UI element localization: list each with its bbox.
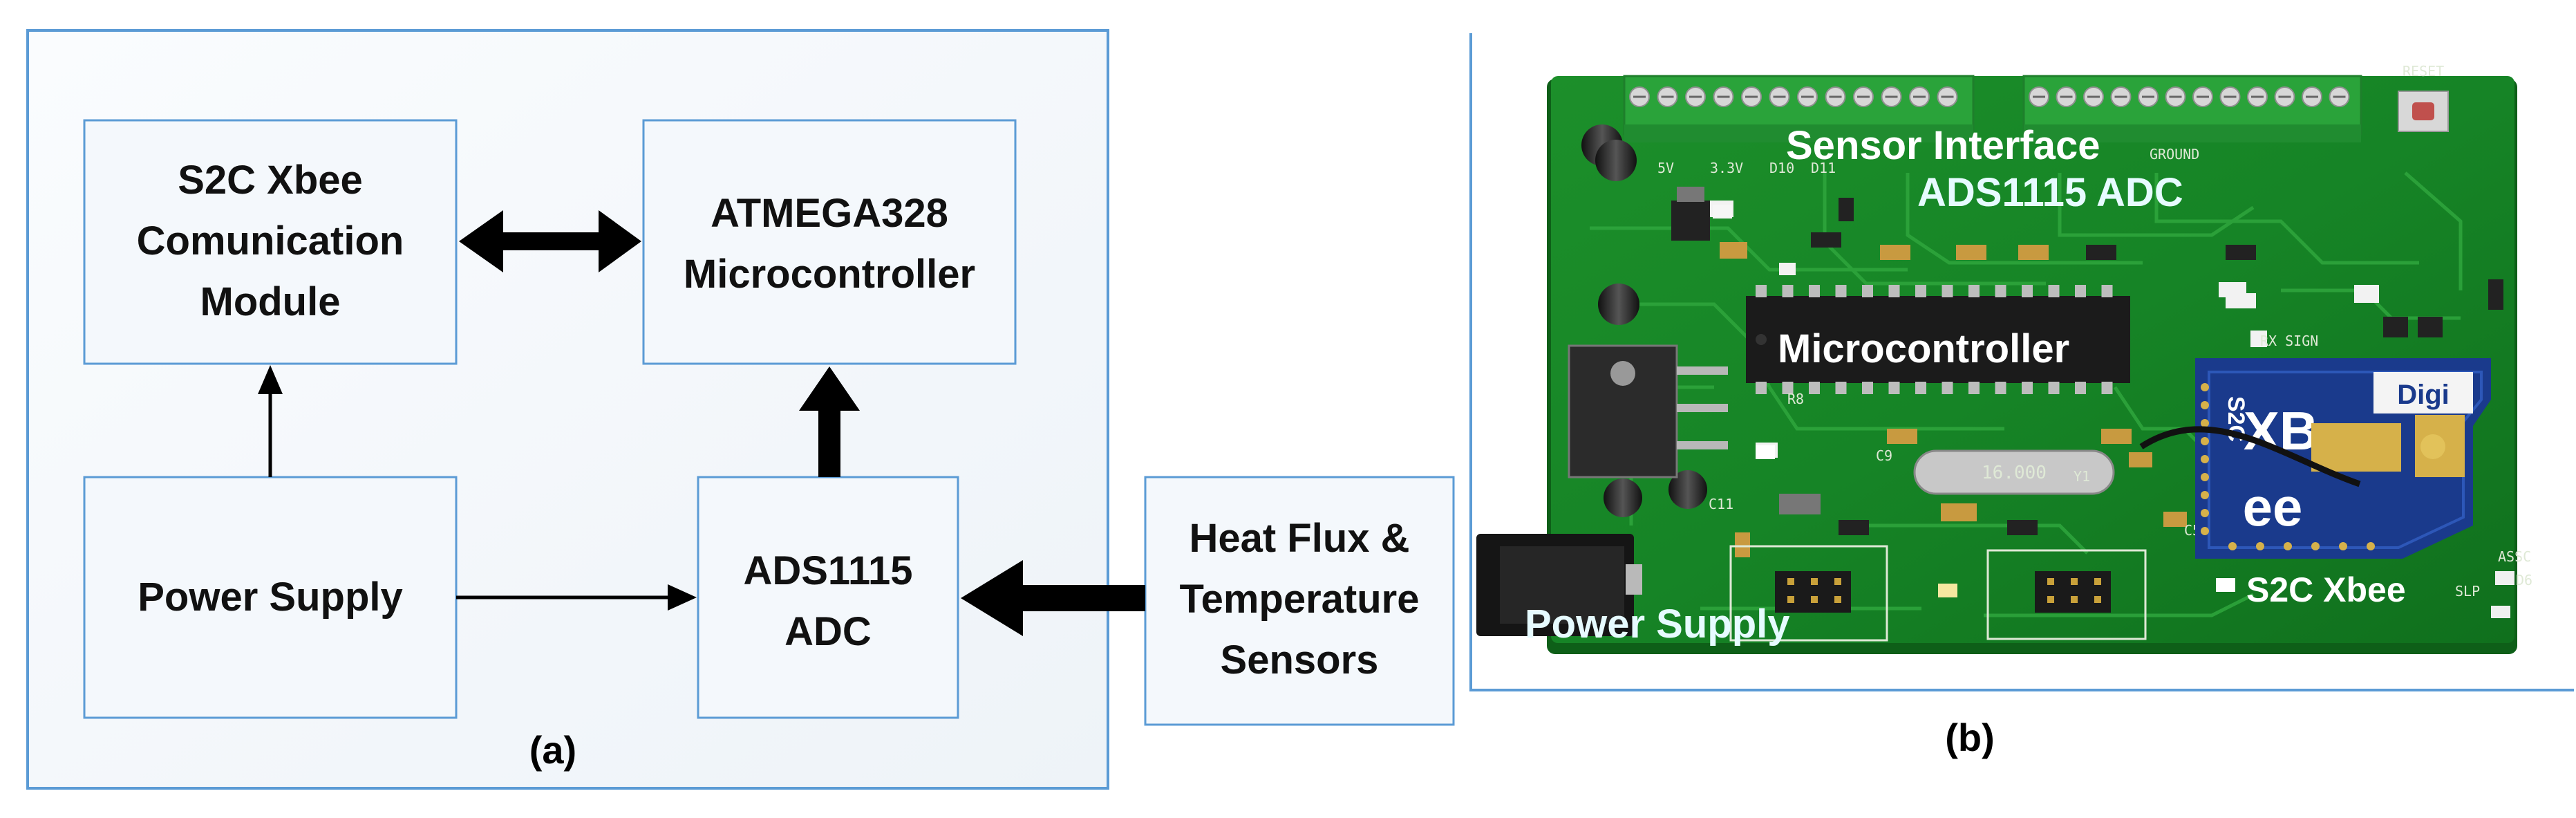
xbee-ee-text: ee	[2243, 476, 2303, 537]
power-jack	[1476, 534, 1642, 636]
panel-b: 16.000	[1469, 33, 2574, 759]
block-mcu-line1: ATMEGA328	[711, 191, 948, 236]
block-xbee-line3: Module	[200, 279, 341, 324]
arrow-xbee-mcu	[459, 210, 641, 272]
svg-text:R8: R8	[1787, 391, 1804, 407]
capacitors	[1581, 124, 1707, 517]
terminal-block-left	[1623, 75, 1975, 142]
xbee-module: Digi XB S2C ee	[2139, 358, 2491, 559]
block-adc: ADS1115 ADC	[697, 476, 959, 719]
silkscreen: 5V 3.3V D10 D11 GROUND RESET RX SIGN Y1 …	[1657, 63, 2532, 599]
svg-text:RESET: RESET	[2403, 63, 2444, 80]
panel-b-caption: (b)	[1945, 716, 1995, 759]
panel-a-caption: (a)	[529, 728, 576, 772]
label-microcontroller: Microcontroller	[1778, 326, 2069, 371]
leds	[1713, 205, 2514, 618]
block-xbee-box	[83, 119, 458, 365]
svg-text:D6: D6	[2516, 572, 2532, 588]
pin-headers	[1729, 545, 2147, 642]
block-xbee-line1: S2C Xbee	[178, 158, 363, 203]
block-sensors-box	[1144, 476, 1455, 726]
block-sensors-line2: Temperature	[1179, 577, 1419, 622]
svg-text:D10: D10	[1769, 160, 1794, 176]
arrow-adc-mcu	[799, 366, 860, 477]
block-adc-line2: ADC	[784, 609, 872, 654]
label-s2c-xbee: S2C Xbee	[2246, 570, 2406, 609]
svg-text:SLP: SLP	[2455, 583, 2480, 599]
block-mcu-line2: Microcontroller	[684, 252, 975, 297]
svg-text:GROUND: GROUND	[2150, 146, 2199, 162]
svg-text:C9: C9	[1876, 447, 1892, 464]
label-sensor-interface: Sensor Interface	[1786, 123, 2100, 168]
xbee-digi-text: Digi	[2397, 380, 2450, 410]
smd-components	[1710, 198, 2503, 557]
svg-text:RX SIGN: RX SIGN	[2260, 333, 2318, 349]
block-sensors-line3: Sensors	[1221, 638, 1379, 682]
svg-text:Y1: Y1	[2074, 468, 2090, 485]
block-sensors: Heat Flux & Temperature Sensors	[1144, 476, 1455, 726]
svg-text:16.000: 16.000	[1982, 463, 2047, 483]
arrow-sensors-adc	[961, 560, 1145, 636]
voltage-regulators	[1568, 187, 1728, 478]
pcb-photo: 16.000	[1476, 63, 2532, 654]
label-power-supply: Power Supply	[1525, 602, 1790, 647]
svg-text:3.3V: 3.3V	[1710, 160, 1743, 176]
svg-text:D11: D11	[1811, 160, 1836, 176]
block-power: Power Supply	[83, 476, 458, 719]
reset-button-component	[2398, 91, 2449, 132]
block-xbee: S2C Xbee Comunication Module	[83, 119, 458, 365]
block-adc-box	[697, 476, 959, 719]
crystal: 16.000	[1913, 449, 2115, 495]
arrow-power-xbee	[258, 365, 283, 477]
panel-a: S2C Xbee Comunication Module ATMEGA328 M…	[26, 29, 1455, 790]
svg-text:ASSC: ASSC	[2498, 548, 2531, 565]
arrow-power-adc	[456, 584, 697, 611]
terminal-block-right	[2022, 75, 2362, 142]
terminal-screws	[1629, 86, 2350, 107]
block-mcu-box	[642, 119, 1017, 365]
block-mcu: ATMEGA328 Microcontroller	[642, 119, 1017, 365]
block-power-line1: Power Supply	[138, 575, 403, 620]
label-ads1115-adc: ADS1115 ADC	[1917, 170, 2183, 215]
atmega-chip	[1746, 285, 2130, 394]
block-xbee-line2: Comunication	[137, 219, 404, 263]
block-sensors-line1: Heat Flux &	[1189, 516, 1409, 561]
svg-text:5V: 5V	[1657, 160, 1674, 176]
svg-text:C11: C11	[1709, 496, 1733, 512]
block-adc-line1: ADS1115	[743, 548, 912, 593]
